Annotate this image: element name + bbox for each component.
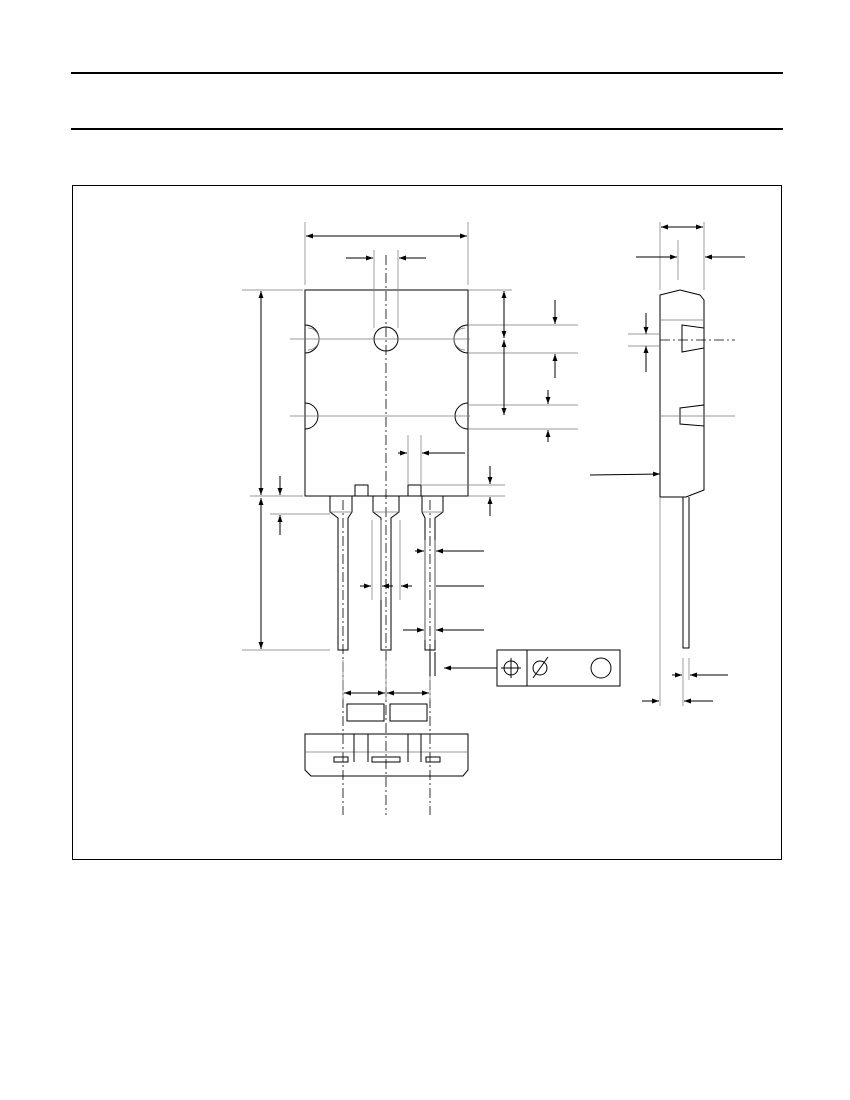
side-view-lead (682, 497, 690, 649)
side-view (589, 222, 745, 706)
header-rule-bottom (71, 128, 783, 130)
bottom-lead-right (425, 756, 441, 763)
side-view-body (659, 289, 705, 498)
package-body (304, 289, 469, 497)
diameter-symbol-icon (532, 660, 548, 676)
pitch-basic-box-right (389, 703, 428, 722)
circle-symbol-icon (590, 657, 612, 679)
tolerance-frame-box (496, 649, 621, 687)
bottom-view-outline (304, 733, 469, 777)
drawing-frame (72, 185, 782, 860)
bottom-lead-left (333, 756, 349, 763)
side-view-leader (589, 471, 661, 477)
leads-front (329, 496, 444, 651)
body-slot-right (407, 484, 422, 496)
header-rule-top (71, 72, 783, 74)
lead-left (329, 496, 353, 651)
side-view-hole (681, 324, 705, 353)
side-view-notch (679, 404, 705, 427)
tolerance-frame (496, 649, 621, 687)
body-slot-left (354, 484, 369, 496)
bottom-lead-middle (371, 756, 401, 763)
bottom-view (304, 733, 469, 777)
pitch-basic-box-left (346, 703, 385, 722)
lead-right (421, 496, 444, 651)
front-view (290, 255, 470, 815)
dimensions-front (242, 222, 578, 722)
lead-middle (372, 496, 400, 651)
